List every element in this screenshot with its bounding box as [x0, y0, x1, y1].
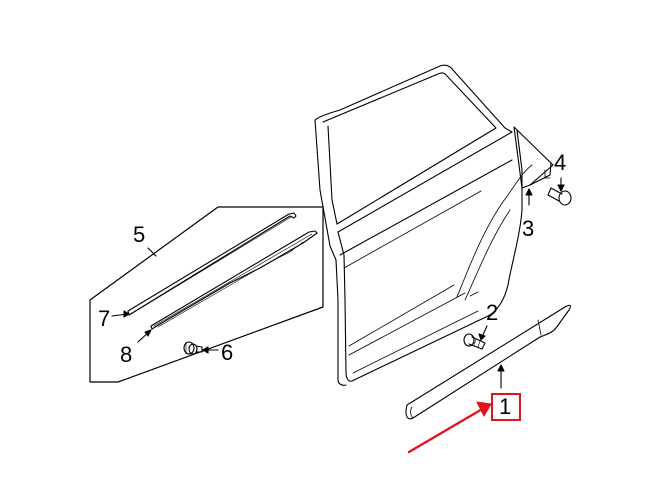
rear-door	[314, 64, 533, 386]
inset-panel	[89, 206, 324, 383]
callout-6[interactable]: 6	[221, 340, 234, 365]
molding-part-1	[405, 304, 571, 420]
callout-1[interactable]: 1	[499, 394, 512, 419]
highlight-arrow	[407, 401, 492, 454]
clip-part-2	[463, 325, 488, 350]
callout-3[interactable]: 3	[522, 216, 535, 241]
clip-part-6	[183, 341, 203, 355]
callout-5[interactable]: 5	[133, 222, 146, 247]
callout-8[interactable]: 8	[120, 342, 133, 367]
callout-4[interactable]: 4	[554, 150, 567, 175]
callout-1-highlight-box	[491, 393, 521, 421]
callout-7[interactable]: 7	[98, 306, 111, 331]
screw-part-4	[547, 177, 572, 206]
callout-2[interactable]: 2	[486, 300, 499, 325]
trim-part-3	[513, 126, 554, 206]
